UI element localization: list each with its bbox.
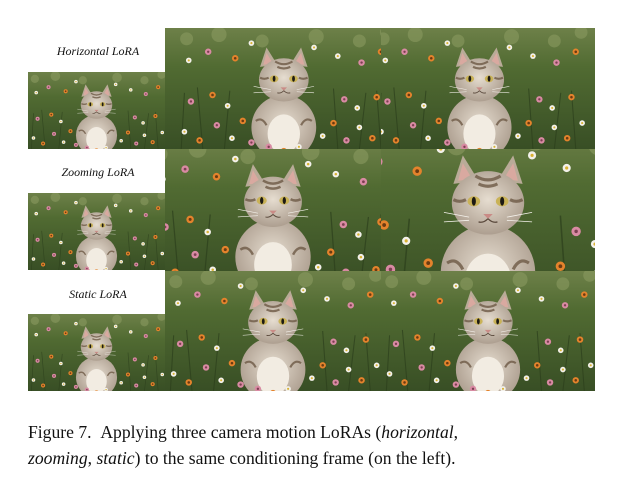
caption-comma-1: , xyxy=(453,422,459,442)
zooming-output-frame-2 xyxy=(381,149,595,271)
cat-in-flower-field-image xyxy=(381,28,595,149)
cat-in-flower-field-image xyxy=(381,271,595,391)
caption-text-before: Applying three camera motion LoRAs ( xyxy=(100,422,382,442)
horizontal-output-frame-2 xyxy=(381,28,595,149)
cat-in-flower-field-image xyxy=(165,271,381,391)
caption-line-1: Figure 7. Applying three camera motion L… xyxy=(28,419,598,445)
static-output-frame-2 xyxy=(381,271,595,391)
cat-in-flower-field-image xyxy=(28,193,165,270)
cat-in-flower-field-image xyxy=(381,149,595,271)
caption-zooming: zooming xyxy=(28,448,88,468)
row-label-static: Static LoRA xyxy=(69,287,127,301)
horizontal-output-frame-1 xyxy=(165,28,381,149)
cat-in-flower-field-image xyxy=(165,149,381,271)
caption-static: static xyxy=(96,448,135,468)
static-output-frame-1 xyxy=(165,271,381,391)
caption-text-after: ) to the same conditioning frame (on the… xyxy=(134,448,456,468)
cat-in-flower-field-image xyxy=(165,28,381,149)
conditioning-frame-horizontal xyxy=(28,72,165,149)
row-label-zooming: Zooming LoRA xyxy=(61,165,135,179)
caption-horizontal: horizontal xyxy=(381,422,454,442)
row-label-horizontal: Horizontal LoRA xyxy=(56,44,140,58)
cat-in-flower-field-image xyxy=(28,314,165,391)
caption-line-2: zooming, static) to the same conditionin… xyxy=(28,445,598,471)
caption-comma-2: , xyxy=(87,448,97,468)
figure-caption: Figure 7. Applying three camera motion L… xyxy=(28,419,598,471)
zooming-output-frame-1 xyxy=(165,149,381,271)
conditioning-frame-zooming xyxy=(28,193,165,270)
cat-in-flower-field-image xyxy=(28,72,165,149)
conditioning-frame-static xyxy=(28,314,165,391)
figure-number: Figure 7. xyxy=(28,422,92,442)
